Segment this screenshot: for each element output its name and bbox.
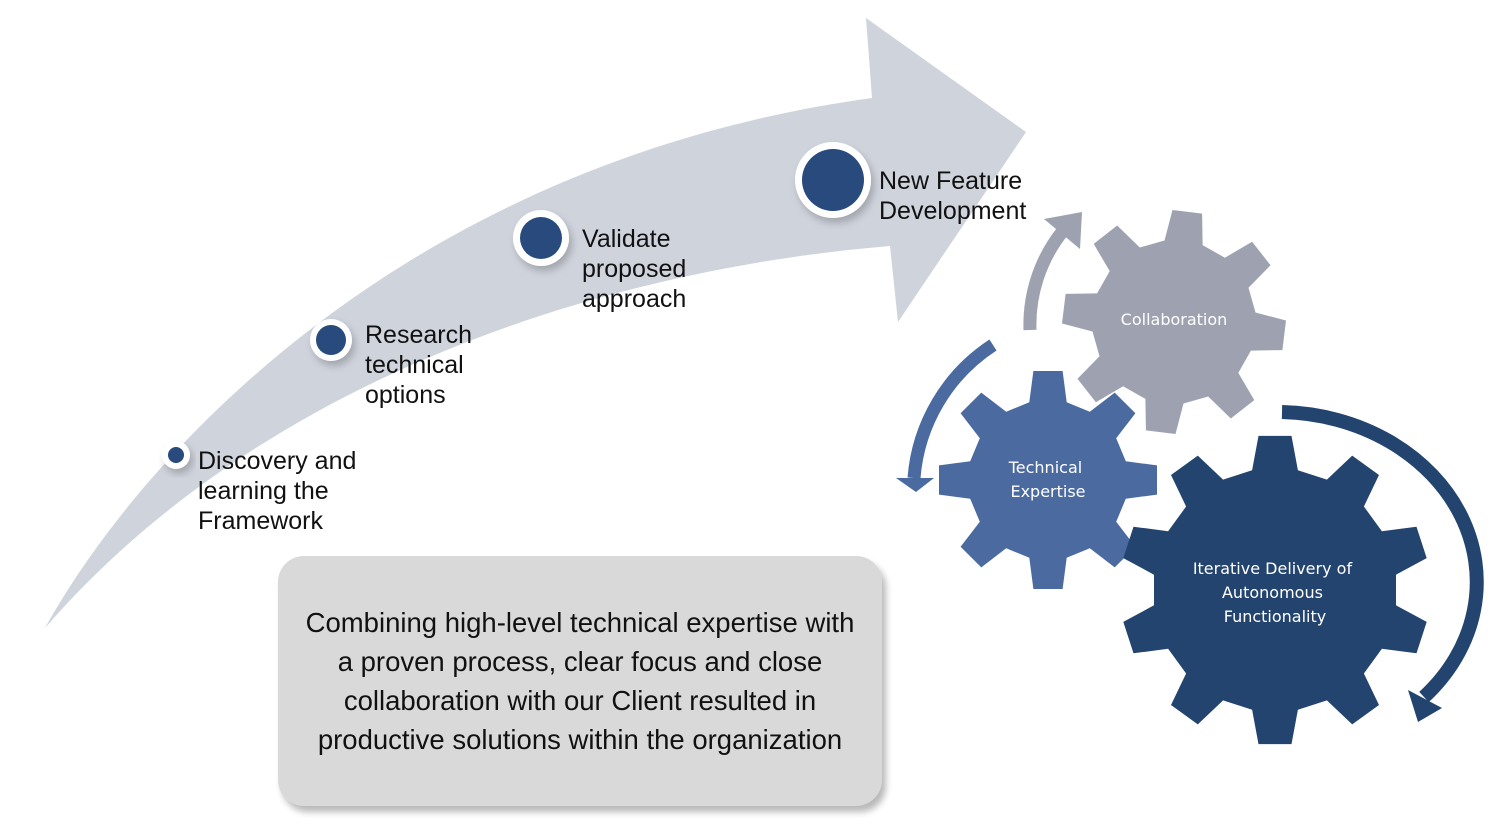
gear-label-collaboration: Collaboration: [1121, 310, 1228, 329]
step-label-line: Validate: [582, 225, 671, 253]
step-label-line: New Feature: [879, 167, 1022, 195]
cycle-arrow-navy: [1281, 405, 1484, 722]
step-dot-discovery: [162, 441, 190, 469]
step-dot-validate: [513, 210, 569, 266]
step-label-line: options: [365, 381, 446, 409]
gear-iterative-icon: [1123, 435, 1427, 745]
progress-arrow: [45, 18, 1026, 628]
gear-label-line: Expertise: [1010, 482, 1085, 501]
step-dot-research: [310, 319, 352, 361]
step-label-line: approach: [582, 285, 686, 313]
step-dot-new-feature: [795, 142, 871, 218]
summary-text: Combining high-level technical expertise…: [305, 607, 855, 755]
gear-label-line: Iterative Delivery of: [1193, 559, 1353, 578]
step-label-line: learning the: [198, 477, 329, 505]
step-label-discovery: Discovery and learning the Framework: [198, 447, 363, 535]
step-label-line: Framework: [198, 507, 324, 535]
gear-label-line: Technical: [1008, 458, 1082, 477]
gear-collaboration-icon: [1062, 210, 1286, 434]
gear-label-iterative: Iterative Delivery of Autonomous Functio…: [1193, 559, 1357, 626]
gear-label-line: Functionality: [1224, 607, 1327, 626]
step-label-line: technical: [365, 351, 464, 379]
gear-label-technical: Technical Expertise: [1008, 458, 1088, 501]
summary-callout: Combining high-level technical expertise…: [278, 556, 882, 806]
step-label-line: Discovery and: [198, 447, 356, 475]
step-label-line: proposed: [582, 255, 686, 283]
gear-label-line: Collaboration: [1121, 310, 1228, 329]
cycle-arrow-gray: [1023, 212, 1082, 331]
cycle-arrow-blue: [896, 339, 997, 492]
step-label-line: Research: [365, 321, 472, 349]
step-label-validate: Validate proposed approach: [582, 225, 693, 313]
step-label-line: Development: [879, 197, 1026, 225]
step-label-research: Research technical options: [365, 321, 479, 409]
gear-technical-icon: [939, 371, 1157, 589]
step-label-new-feature: New Feature Development: [879, 167, 1029, 225]
gear-label-line: Autonomous: [1222, 583, 1323, 602]
